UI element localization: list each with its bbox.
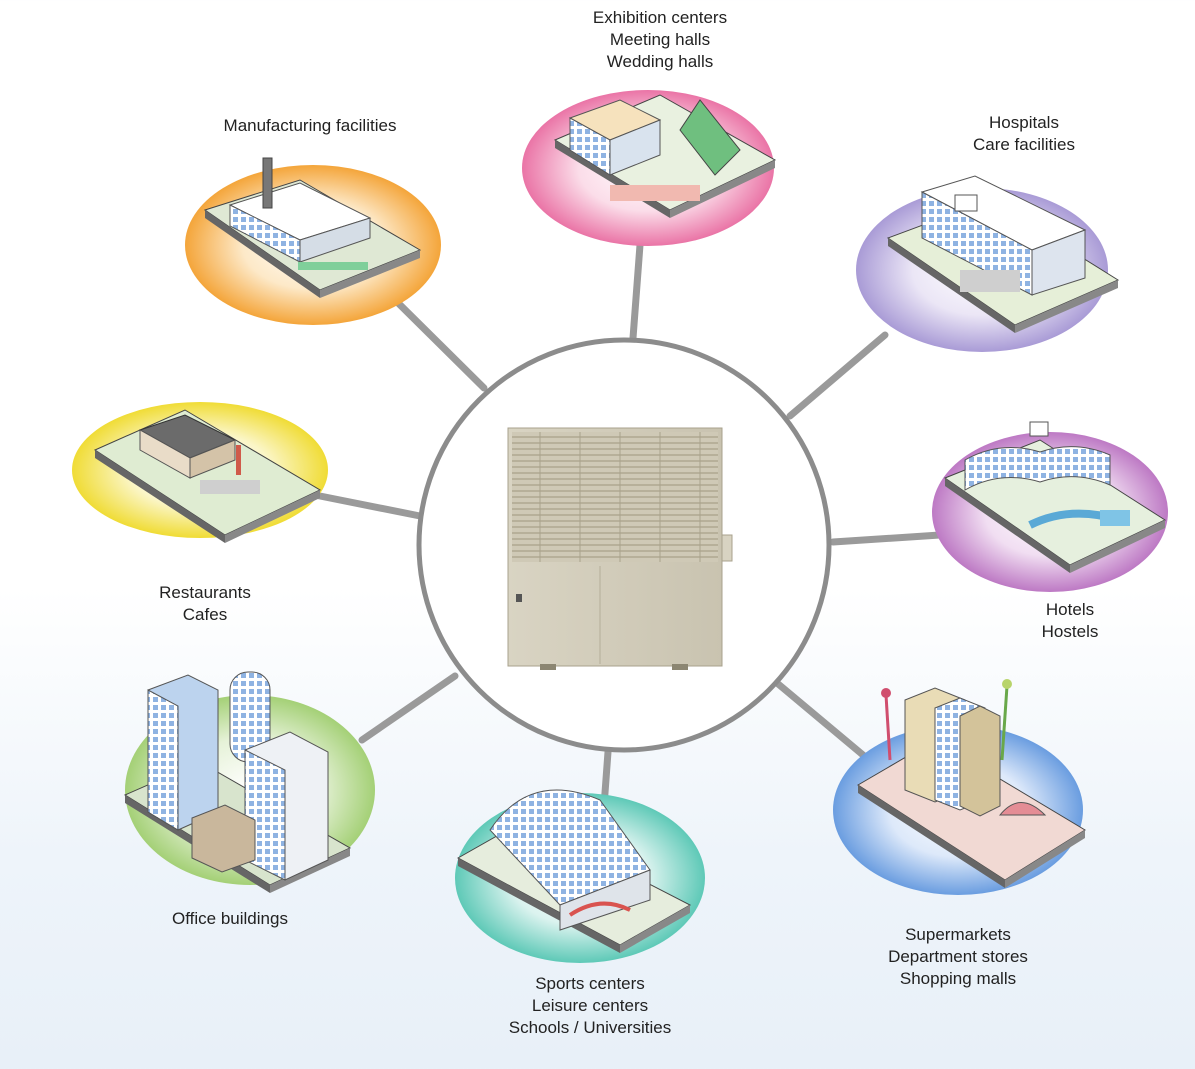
label-supermarkets: Supermarkets Department stores Shopping …	[808, 924, 1108, 990]
restaurant-icon	[93, 409, 322, 543]
label-line: Exhibition centers	[592, 8, 728, 27]
node-restaurants	[72, 402, 328, 543]
node-hospitals	[856, 175, 1120, 352]
hospital-icon	[886, 175, 1120, 333]
connector-exhibition	[629, 241, 644, 342]
node-supermarkets	[833, 679, 1086, 895]
node-offices	[123, 671, 375, 893]
label-offices: Office buildings	[80, 908, 380, 930]
node-manufacturing	[185, 157, 441, 325]
office-buildings-icon	[123, 671, 352, 893]
label-line: Schools / Universities	[508, 1018, 672, 1037]
label-line: Office buildings	[172, 909, 288, 928]
shopping-mall-icon	[857, 679, 1086, 888]
connector-supermarkets	[773, 679, 879, 769]
connector-lines	[311, 241, 944, 824]
label-line: Shopping malls	[899, 969, 1017, 988]
factory-icon	[203, 157, 422, 298]
sports-center-icon	[456, 789, 692, 953]
label-line: Meeting halls	[609, 30, 711, 49]
label-line: Care facilities	[972, 135, 1076, 154]
label-line: Hostels	[1041, 622, 1099, 641]
connector-restaurants	[311, 491, 424, 520]
label-manufacturing: Manufacturing facilities	[160, 115, 460, 137]
label-hotels: Hotels Hostels	[920, 599, 1195, 643]
label-line: Department stores	[888, 947, 1028, 966]
label-line: Wedding halls	[606, 52, 714, 71]
label-hospitals: Hospitals Care facilities	[874, 112, 1174, 156]
label-exhibition: Exhibition centers Meeting halls Wedding…	[510, 7, 810, 73]
label-line: Manufacturing facilities	[223, 116, 397, 135]
label-restaurants: Restaurants Cafes	[55, 582, 355, 626]
label-sports: Sports centers Leisure centers Schools /…	[440, 973, 740, 1039]
node-hotels	[932, 421, 1168, 592]
outdoor-unit-icon	[507, 427, 733, 670]
center-unit	[416, 337, 832, 753]
connector-hospitals	[786, 331, 889, 420]
connector-offices	[358, 672, 459, 744]
label-line: Supermarkets	[905, 925, 1011, 944]
label-line: Restaurants	[159, 583, 251, 602]
label-line: Sports centers	[535, 974, 645, 993]
label-line: Leisure centers	[531, 996, 649, 1015]
exhibition-hall-icon	[553, 94, 777, 218]
node-exhibition	[522, 90, 777, 246]
label-line: Cafes	[182, 605, 228, 624]
connector-manufacturing	[381, 286, 488, 392]
connector-hotels	[829, 531, 944, 546]
label-line: Hospitals	[989, 113, 1059, 132]
hotel-icon	[943, 421, 1167, 573]
node-sports	[455, 789, 705, 963]
label-line: Hotels	[1045, 600, 1095, 619]
